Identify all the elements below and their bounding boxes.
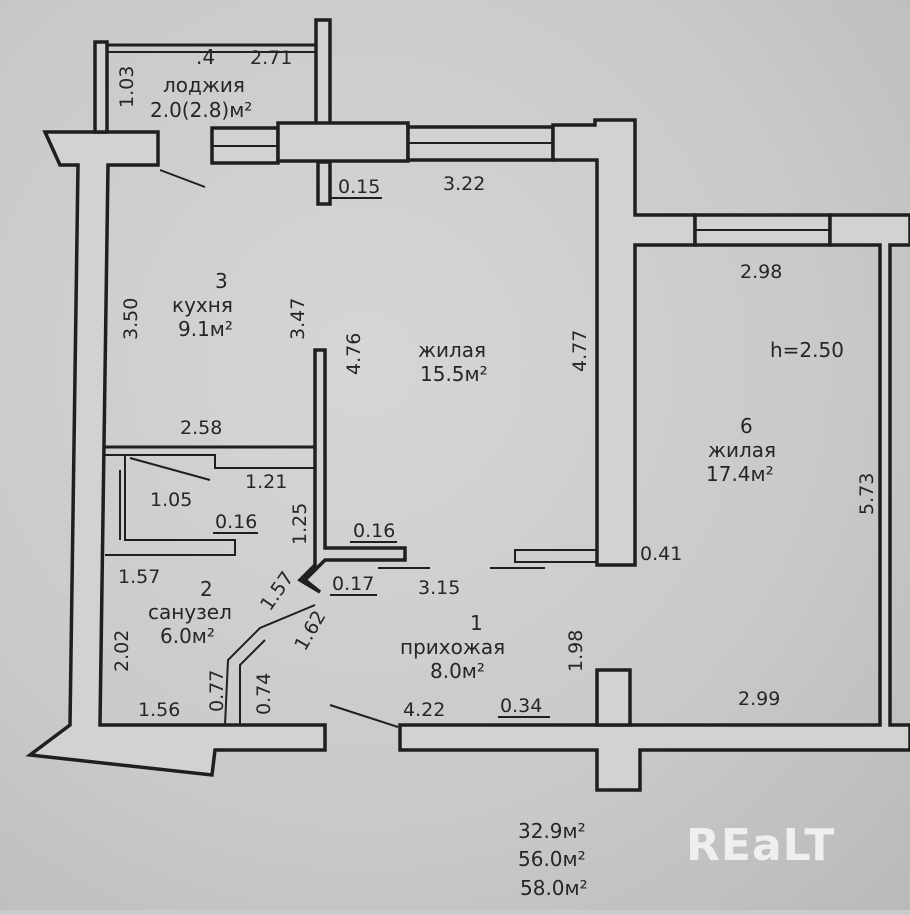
- bathroom-shaft: [105, 454, 315, 556]
- loggia-left-post: [93, 40, 109, 134]
- dim: 3.15: [418, 577, 460, 599]
- dim: 1.56: [138, 699, 180, 721]
- dim: 2.98: [740, 261, 782, 283]
- hallway-number: 1: [470, 611, 483, 635]
- loggia-name: лоджия: [163, 73, 245, 97]
- hall-pillar: [595, 668, 632, 727]
- kitchen-area: 9.1м²: [178, 317, 233, 341]
- dim: 0.41: [640, 543, 682, 565]
- kitchen-number: 3: [215, 269, 228, 293]
- bathroom-partition: [224, 604, 316, 726]
- ceiling-height: h=2.50: [770, 338, 844, 362]
- loggia-right-wall: [314, 18, 332, 127]
- bathroom-name: санузел: [148, 600, 232, 624]
- bathroom-number: 2: [200, 577, 213, 601]
- living2-name: жилая: [708, 438, 776, 462]
- door-swing: [159, 169, 206, 188]
- dim: 0.16: [215, 511, 257, 533]
- living1-area: 15.5м²: [420, 362, 488, 386]
- dim: 0.34: [500, 695, 542, 717]
- dim: 1.21: [245, 471, 287, 493]
- dim: 4.77: [569, 330, 591, 372]
- right-wall: [398, 213, 910, 792]
- loggia-area: 2.0(2.8)м²: [150, 98, 252, 122]
- dim: 0.77: [206, 670, 228, 712]
- bathroom-area: 6.0м²: [160, 624, 215, 648]
- kitchen-name: кухня: [172, 293, 233, 317]
- hallway-name: прихожая: [400, 635, 505, 659]
- dim: 0.15: [338, 176, 380, 198]
- dim: 1.25: [289, 503, 311, 545]
- dim: 4.22: [403, 699, 445, 721]
- dim: 0.74: [253, 673, 275, 715]
- dim: 3.47: [287, 298, 309, 340]
- dim: 1.03: [116, 66, 138, 108]
- top-wall-block: [276, 121, 410, 163]
- realt-watermark-logo: REaLT: [686, 820, 835, 871]
- dim: 1.05: [150, 489, 192, 511]
- dim: 2.58: [180, 417, 222, 439]
- dim: 2.02: [111, 630, 133, 672]
- living2-area: 17.4м²: [706, 462, 774, 486]
- dim: 2.99: [738, 688, 780, 710]
- total-area: 56.0м²: [518, 847, 586, 871]
- dim: 0.17: [332, 573, 374, 595]
- dim: 1.98: [565, 630, 587, 672]
- wall-stub: [316, 160, 332, 206]
- dim: 3.22: [443, 173, 485, 195]
- total-living-area: 32.9м²: [518, 819, 586, 843]
- dim: 0.16: [353, 520, 395, 542]
- total-area-with-loggia: 58.0м²: [520, 876, 588, 900]
- loggia-number: .4: [196, 45, 215, 69]
- door-swing: [329, 704, 399, 728]
- dim: 1.62: [290, 607, 330, 655]
- outer-left-wall: [25, 130, 327, 777]
- dim: 1.57: [118, 566, 160, 588]
- dim: 4.76: [343, 333, 365, 375]
- door-opening: [378, 549, 598, 569]
- living2-number: 6: [740, 414, 753, 438]
- living1-name: жилая: [418, 338, 486, 362]
- partition-kitchen-living: [297, 348, 407, 594]
- dim: 5.73: [856, 473, 878, 515]
- dim: 3.50: [120, 298, 142, 340]
- dim: 2.71: [250, 47, 292, 69]
- hallway-area: 8.0м²: [430, 659, 485, 683]
- dim: 1.57: [256, 568, 298, 615]
- walls: [25, 18, 910, 792]
